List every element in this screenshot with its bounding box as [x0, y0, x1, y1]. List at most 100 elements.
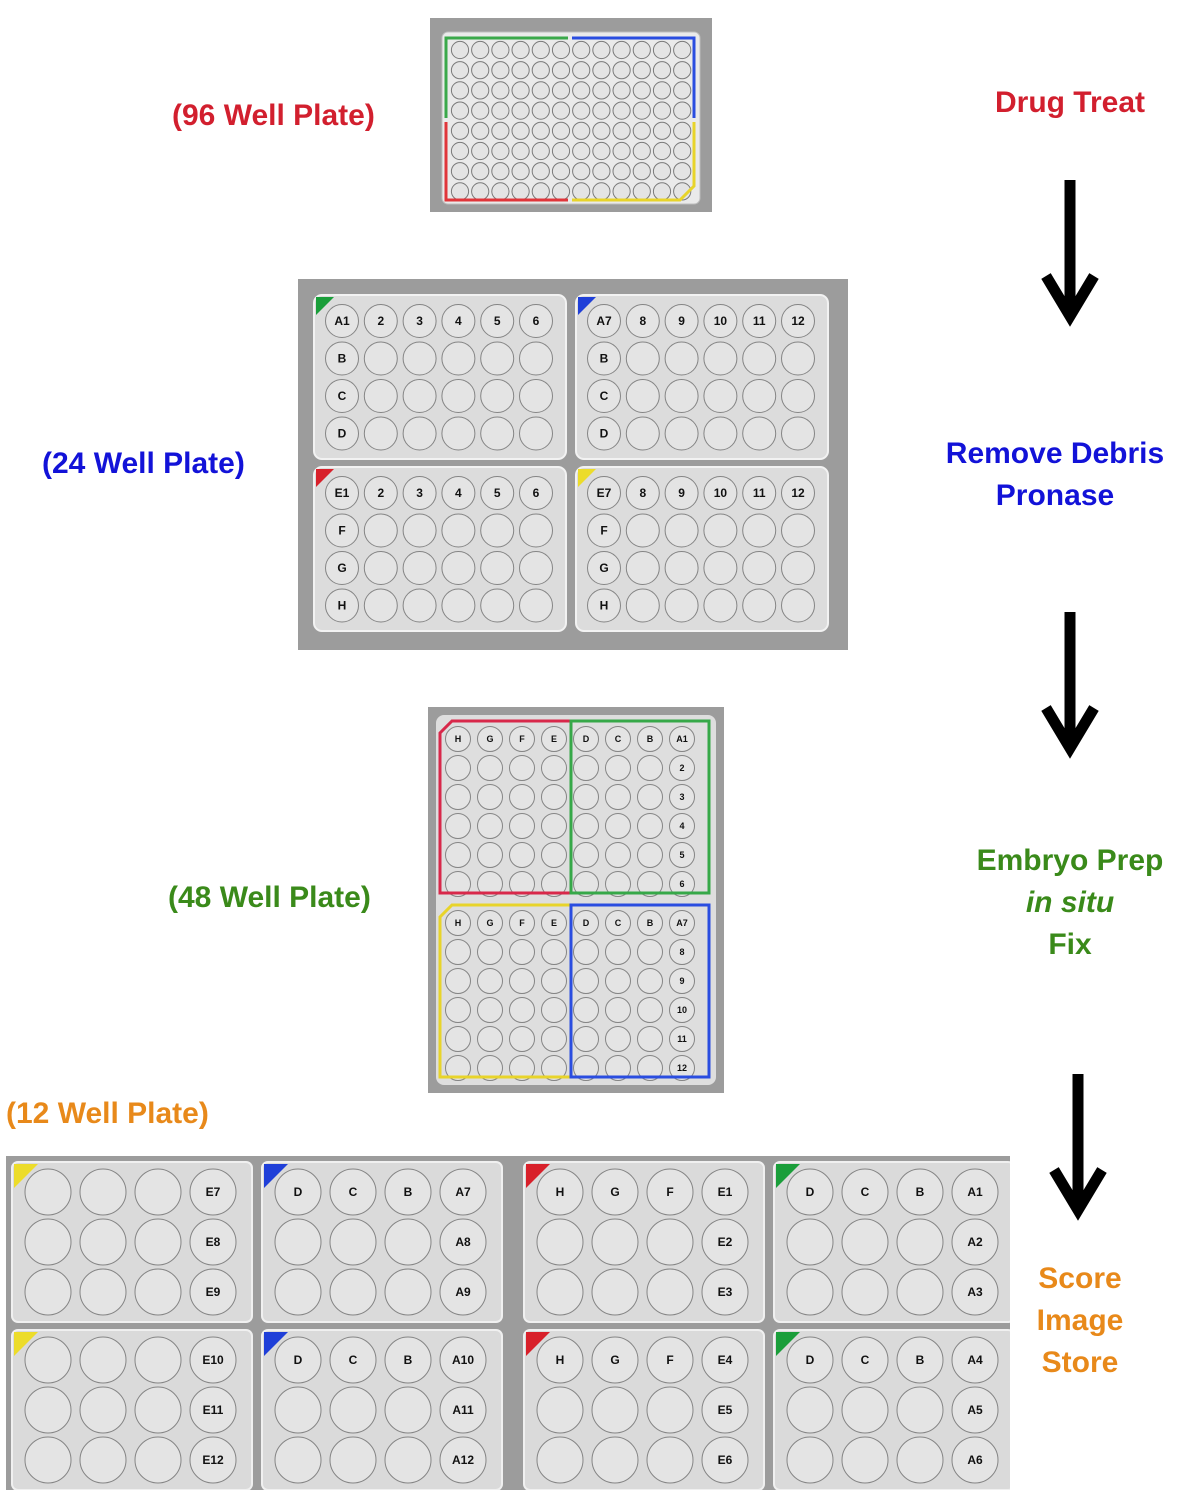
well-label: 5: [679, 850, 684, 860]
down-arrow-1: [1041, 180, 1099, 327]
well-label: F: [519, 918, 525, 928]
well: [841, 1336, 889, 1384]
well: [841, 1436, 889, 1484]
tape-corner: [578, 469, 596, 487]
well: [612, 141, 631, 161]
well: [325, 513, 359, 548]
well-label: E1: [718, 1185, 733, 1199]
well: [329, 1386, 377, 1434]
well: [384, 1436, 432, 1484]
well: [551, 141, 571, 161]
tape-corner: [776, 1332, 800, 1356]
well: [637, 1026, 663, 1052]
well: [669, 726, 695, 752]
well-label: C: [861, 1185, 870, 1199]
well-label: 11: [677, 1034, 687, 1044]
well: [669, 755, 695, 781]
well: [664, 588, 699, 623]
well: [669, 968, 695, 994]
well-label: H: [338, 599, 347, 613]
well: [445, 910, 471, 936]
well: [477, 871, 503, 897]
well-label: 2: [377, 486, 384, 500]
well: [477, 813, 503, 839]
well: [652, 121, 672, 140]
well: [531, 141, 550, 161]
well: [24, 1168, 72, 1216]
well: [134, 1436, 182, 1484]
well: [509, 1055, 535, 1081]
well: [274, 1436, 322, 1484]
well-label: A4: [967, 1353, 983, 1367]
well: [786, 1336, 834, 1384]
outline: [569, 719, 711, 895]
well-label: 11: [753, 314, 766, 328]
well-label: G: [610, 1185, 619, 1199]
well: [329, 1268, 377, 1316]
well: [587, 416, 621, 451]
step-embryo-line-3: Fix: [1048, 928, 1092, 961]
well: [441, 551, 476, 585]
well: [625, 551, 660, 585]
well: [329, 1218, 377, 1266]
well: [511, 81, 530, 100]
well-label: C: [349, 1353, 358, 1367]
well: [612, 61, 631, 80]
well-label: 12: [677, 1063, 687, 1073]
well: [24, 1386, 72, 1434]
well-label: E7: [206, 1185, 221, 1199]
well-label: G: [599, 561, 608, 575]
well: [605, 1055, 631, 1081]
well: [363, 416, 398, 451]
well: [24, 1436, 72, 1484]
well: [951, 1268, 999, 1316]
well: [402, 551, 437, 585]
well: [592, 40, 611, 60]
well: [536, 1436, 584, 1484]
tape-corner: [776, 1164, 800, 1188]
well: [445, 968, 471, 994]
well: [664, 379, 699, 413]
well: [551, 81, 571, 100]
well: [664, 416, 699, 451]
well: [531, 182, 550, 201]
well: [605, 871, 631, 897]
well-label: F: [666, 1185, 673, 1199]
well: [551, 121, 571, 140]
well: [786, 1268, 834, 1316]
well-label: A7: [596, 314, 612, 328]
well: [480, 588, 515, 623]
well: [703, 304, 738, 338]
well: [480, 379, 515, 413]
well: [509, 1026, 535, 1052]
well: [441, 513, 476, 548]
well: [509, 968, 535, 994]
well: [632, 40, 651, 60]
well: [703, 416, 738, 451]
well-label: F: [519, 734, 525, 744]
well: [673, 141, 692, 161]
well: [951, 1336, 999, 1384]
well: [742, 379, 777, 413]
well: [445, 939, 471, 965]
well: [134, 1168, 182, 1216]
plate-photo-96: [430, 18, 712, 212]
well: [450, 121, 470, 140]
well: [646, 1336, 694, 1384]
well: [587, 476, 621, 510]
well: [402, 416, 437, 451]
well: [637, 939, 663, 965]
outline-red: [444, 122, 568, 202]
well: [605, 726, 631, 752]
well: [325, 588, 359, 623]
tape-corner: [14, 1332, 38, 1356]
well: [637, 784, 663, 810]
well: [439, 1386, 487, 1434]
well: [274, 1218, 322, 1266]
well: [703, 588, 738, 623]
well-label: 10: [714, 314, 728, 328]
well: [573, 910, 599, 936]
down-arrow-3: [1049, 1074, 1107, 1221]
well: [402, 304, 437, 338]
